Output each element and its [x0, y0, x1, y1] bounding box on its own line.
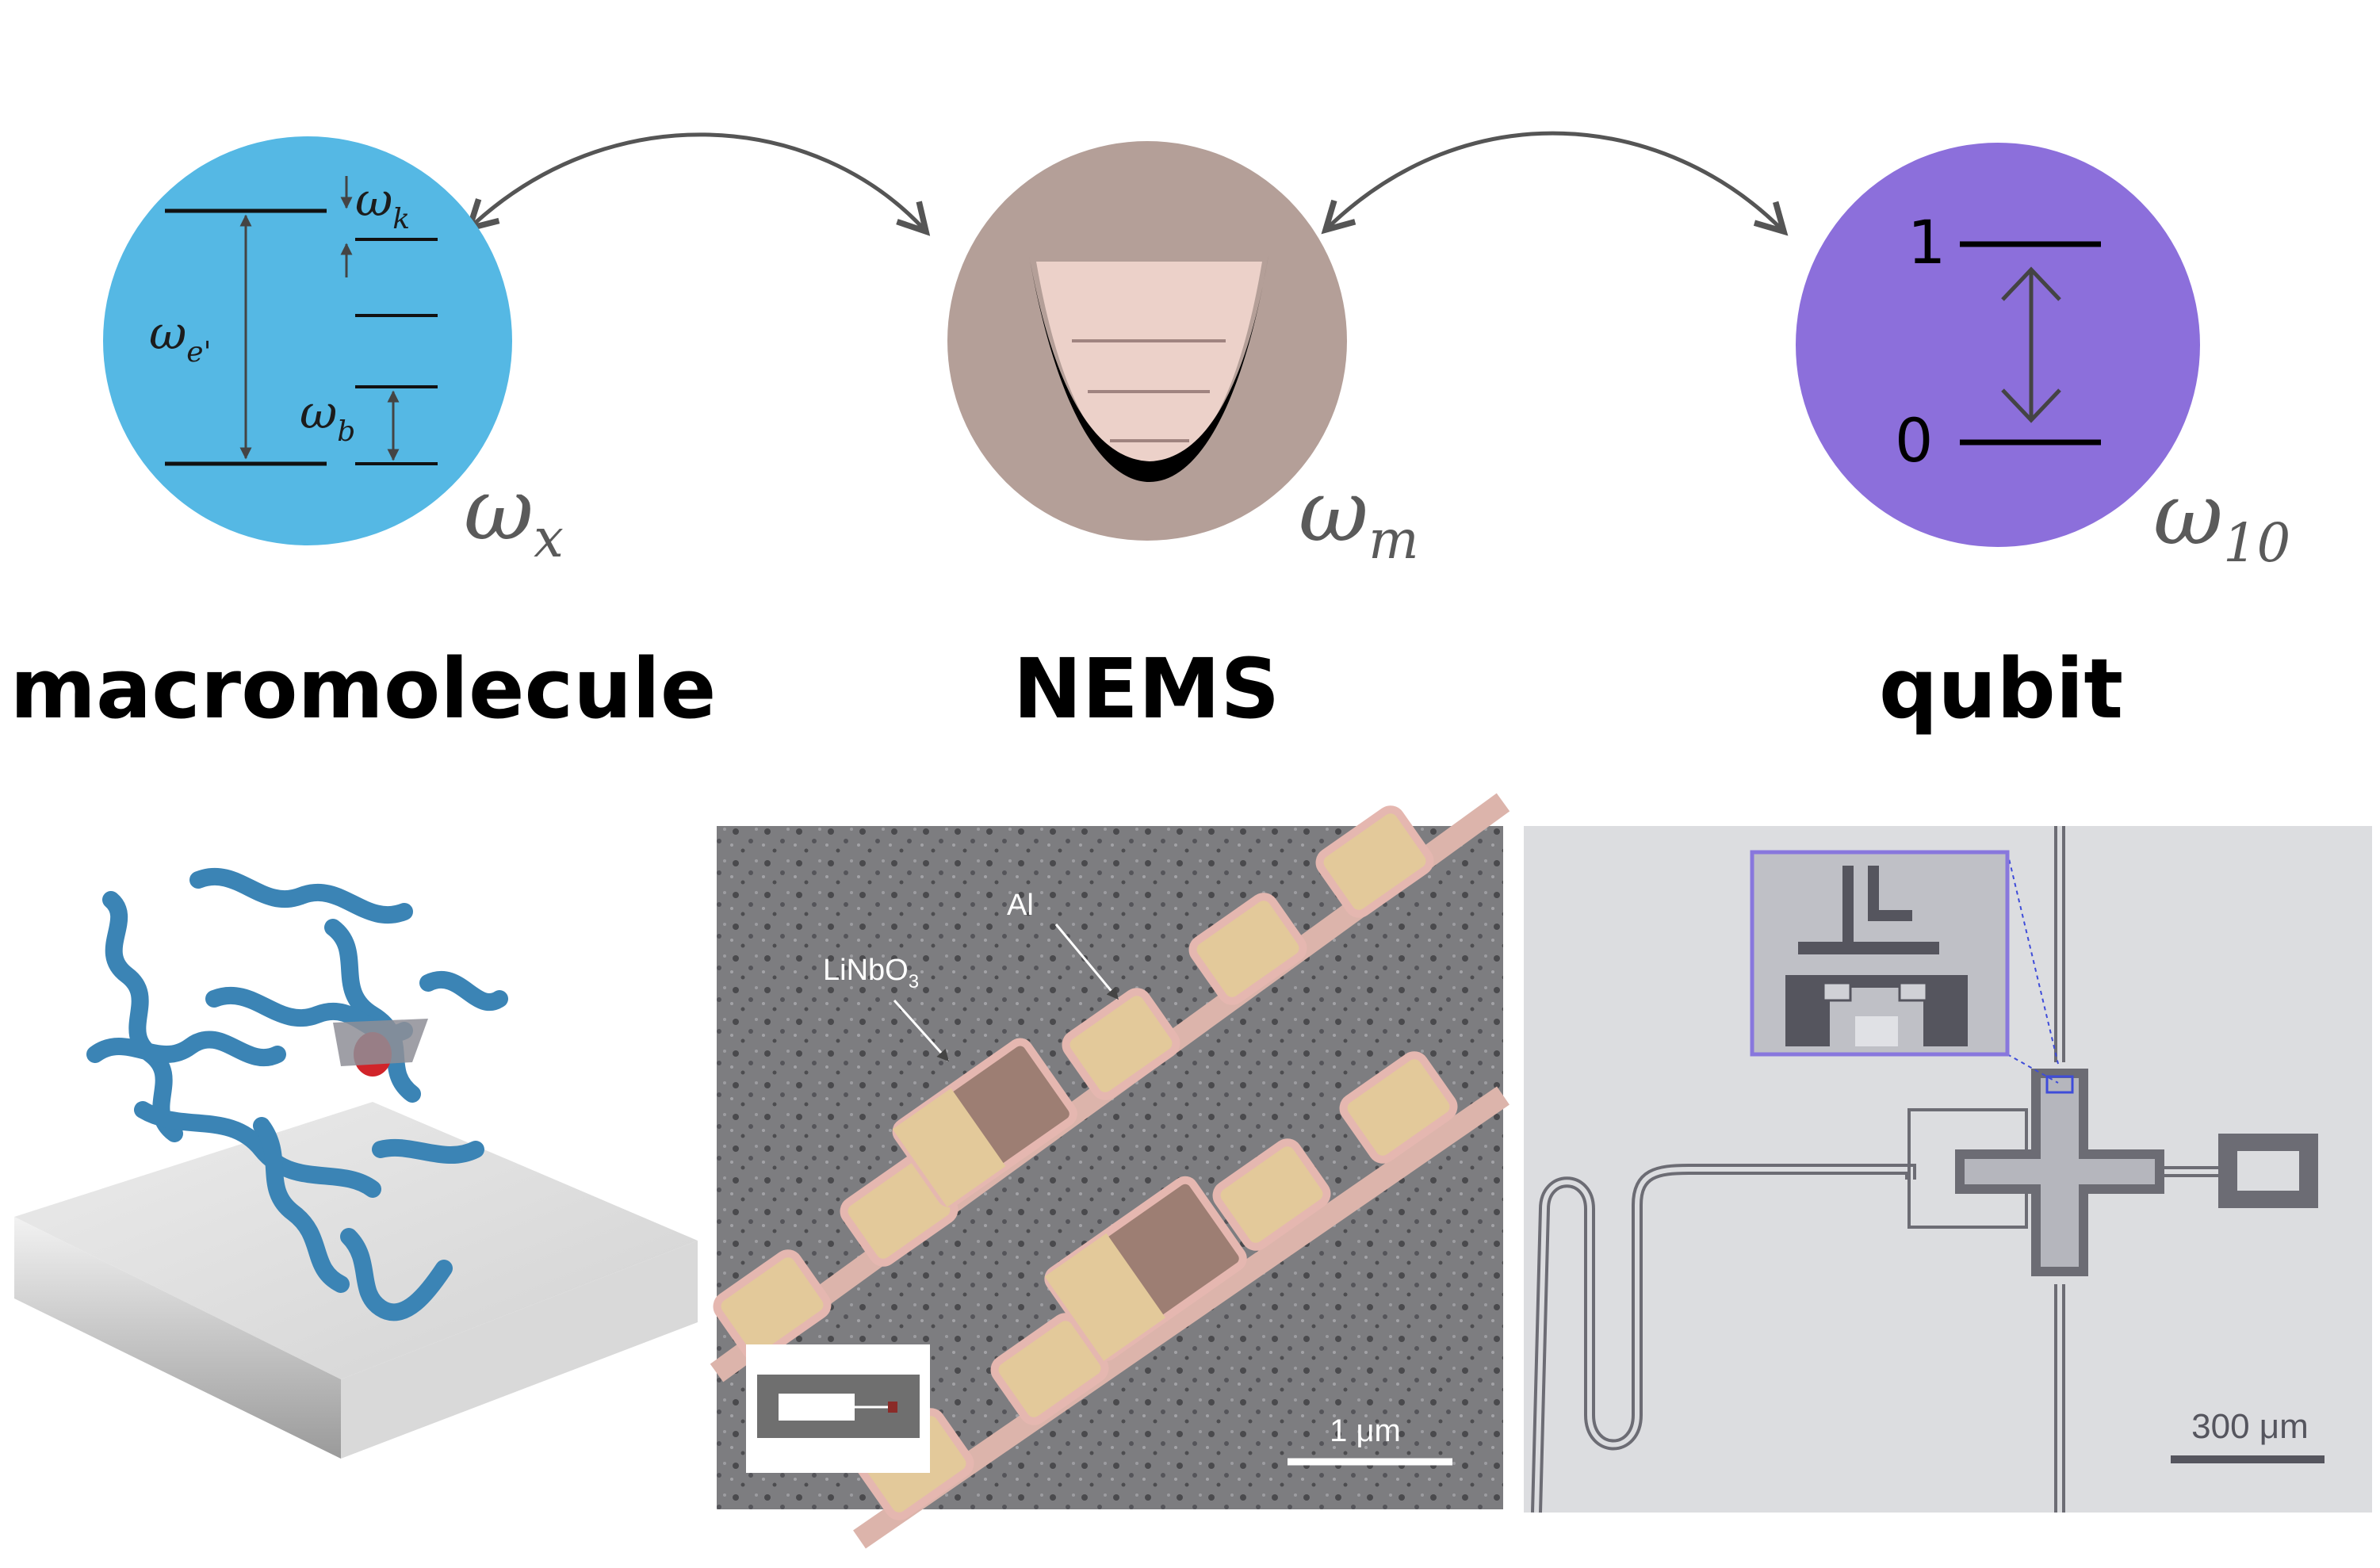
macromolecule-title: macromolecule [10, 641, 717, 737]
omega-10-label: ω10 [2153, 465, 2290, 574]
sem-scale-label: 1 μm [1330, 1413, 1401, 1448]
qubit-zoom-inset [1750, 850, 2059, 1084]
qubit-level-0: 0 [1895, 405, 1933, 476]
omega-k-label: ωk [355, 173, 410, 235]
coupling-arrow-left [469, 132, 926, 231]
nems-title: NEMS [1013, 641, 1280, 737]
macromolecule-level-diagram: ωe' ωk ωb [103, 136, 512, 545]
transmon-cross [1907, 1069, 2164, 1276]
annotation-al: Al [1007, 889, 1034, 922]
qubit-micrograph-image: 300 μm [1524, 826, 2372, 1513]
qubit-level-diagram: 1 0 [1796, 143, 2200, 547]
qubit-scale-label: 300 μm [2191, 1407, 2309, 1446]
protein-on-substrate-image [14, 867, 698, 1459]
coupling-arrow-right [1326, 131, 1784, 231]
omega-m-label: ωm [1299, 462, 1419, 571]
omega-b-label: ωb [300, 385, 355, 448]
sem-micrograph-image: Al LiNbO3 1 μm [710, 793, 1510, 1549]
annotation-linbo3: LiNbO3 [823, 954, 919, 992]
phononic-crystal-chain-upper [710, 793, 1510, 1383]
sem-inset [746, 1344, 930, 1473]
qubit-circle [1796, 143, 2200, 547]
nems-potential-diagram [947, 141, 1347, 541]
qubit-level-1: 1 [1907, 207, 1946, 277]
omega-e-label: ωe' [149, 306, 211, 369]
parabolic-potential [1029, 255, 1268, 482]
omega-x-label: ωx [464, 461, 564, 569]
qubit-title: qubit [1879, 641, 2123, 737]
phononic-crystal-chain-lower [853, 1051, 1510, 1549]
